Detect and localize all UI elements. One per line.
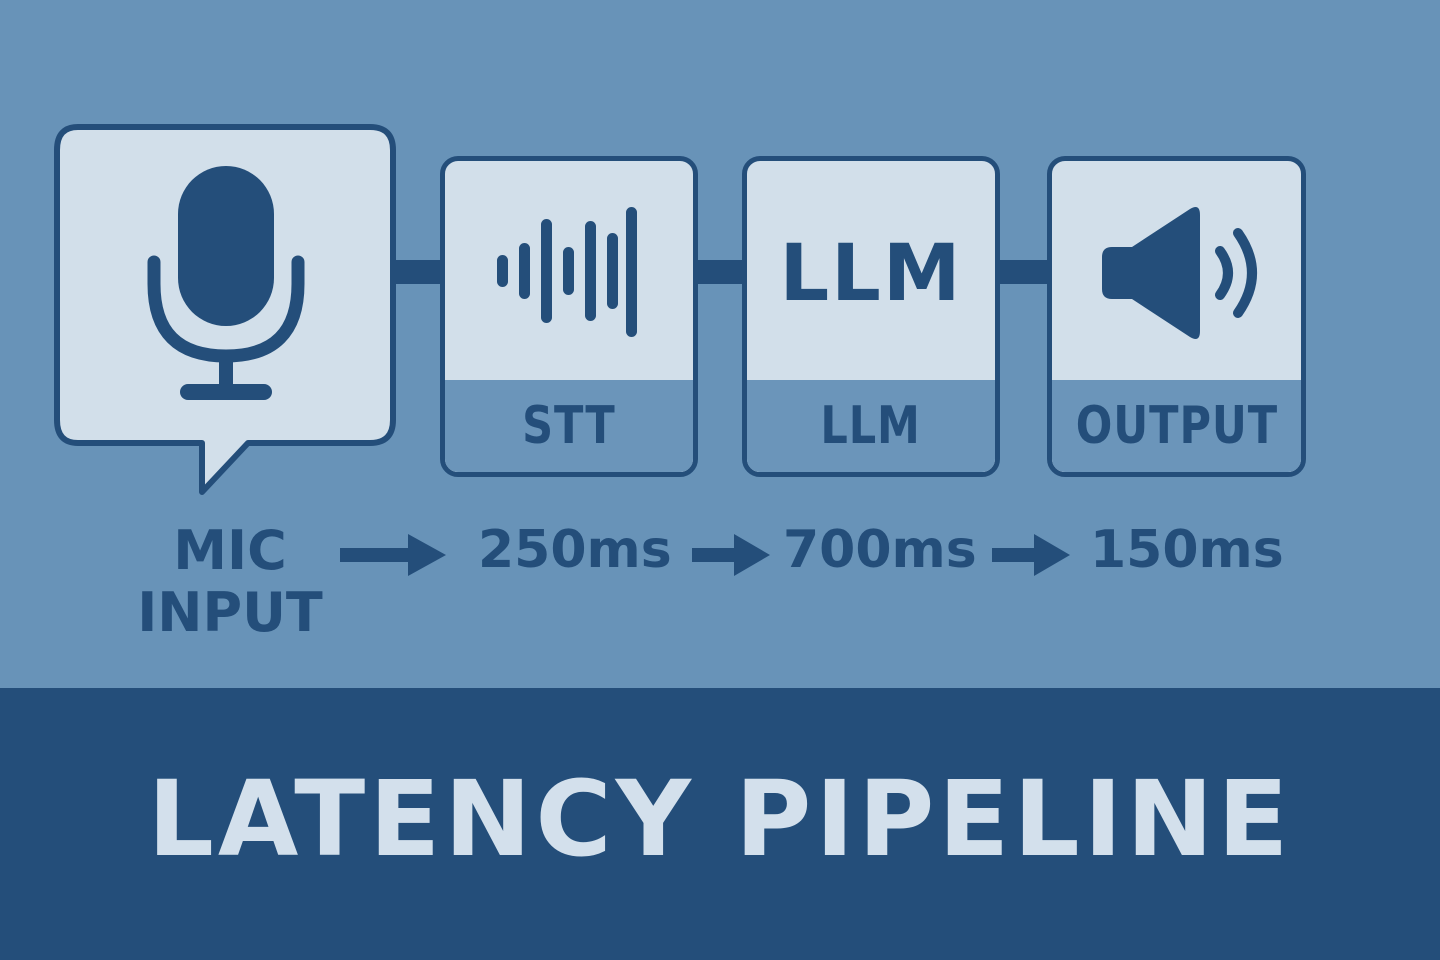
connector-stt-llm	[695, 260, 745, 284]
stt-label-band: STT	[445, 380, 693, 472]
mic-input-label: MIC INPUT	[110, 520, 350, 644]
output-stage-box: OUTPUT	[1047, 156, 1306, 477]
pipeline-diagram: STT LLM LLM OUTPUT MIC INPUT	[54, 124, 1306, 644]
llm-stage-box: LLM LLM	[742, 156, 1000, 477]
stt-stage-box: STT	[440, 156, 698, 477]
llm-label: LLM	[820, 396, 922, 456]
connector-llm-output	[998, 260, 1050, 284]
diagram-connectors	[54, 124, 1050, 495]
stt-latency: 250ms	[478, 520, 672, 580]
llm-label-band: LLM	[747, 380, 995, 472]
footer-banner: LATENCY PIPELINE	[0, 688, 1440, 960]
microphone-icon	[147, 166, 305, 400]
stt-label: STT	[522, 396, 616, 456]
output-label-band: OUTPUT	[1052, 380, 1301, 472]
arrow-right-icon	[340, 534, 446, 576]
output-latency: 150ms	[1090, 520, 1284, 580]
connector-mic-stt	[395, 260, 443, 284]
arrow-right-icon	[992, 534, 1070, 576]
llm-latency: 700ms	[783, 520, 977, 580]
speaker-icon	[1102, 207, 1257, 339]
waveform-icon	[497, 207, 637, 337]
llm-text-icon: LLM	[779, 229, 963, 319]
output-label: OUTPUT	[1075, 396, 1278, 456]
llm-icon-area: LLM	[747, 161, 995, 379]
footer-title: LATENCY PIPELINE	[147, 758, 1293, 880]
mic-label-line2: INPUT	[137, 581, 323, 644]
output-icon-area	[1052, 161, 1301, 379]
arrow-right-icon	[692, 534, 770, 576]
mic-label-line1: MIC	[173, 519, 287, 582]
stt-icon-area	[445, 161, 693, 379]
